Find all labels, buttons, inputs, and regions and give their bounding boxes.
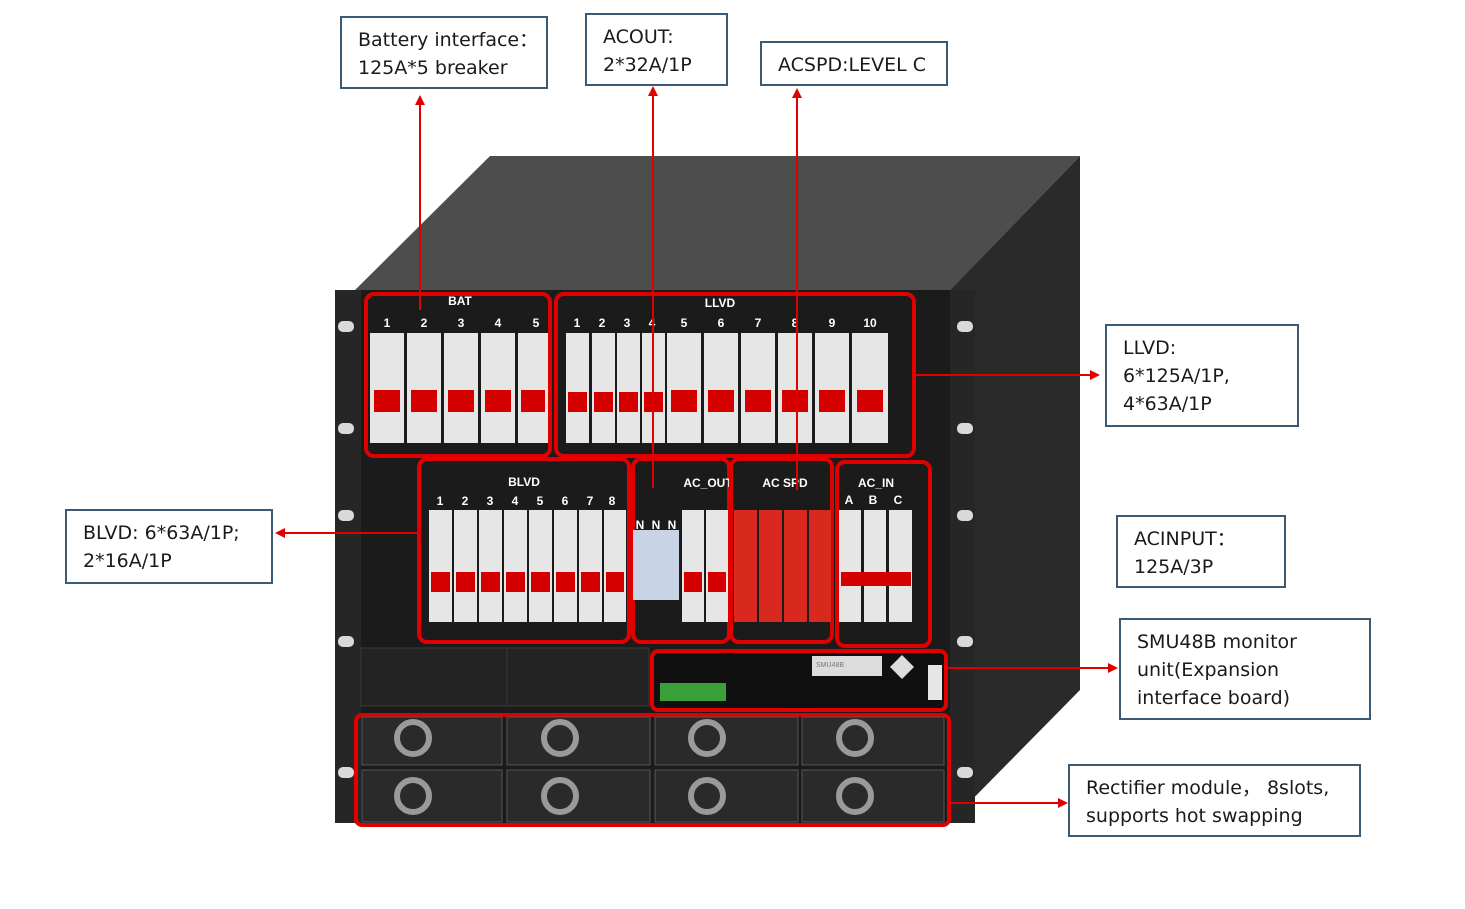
callout-rectifier-line1: Rectifier module， 8slots, (1086, 777, 1330, 799)
llvd-num-9: 9 (829, 316, 836, 330)
bat-num-4: 4 (495, 316, 502, 330)
callout-acspd-line1: ACSPD:LEVEL C (778, 54, 926, 76)
llvd-breakers (566, 333, 888, 443)
ac-in-phase-c: C (894, 493, 903, 507)
callout-acout-line1: ACOUT: (603, 26, 674, 48)
blvd-breakers (429, 510, 626, 622)
callout-smu-line2: unit(Expansion (1137, 659, 1280, 681)
llvd-num-1: 1 (574, 316, 581, 330)
bat-breakers (370, 333, 548, 443)
callout-blvd-line1: BLVD: 6*63A/1P; (83, 522, 240, 544)
smu-monitor: SMU48B (360, 647, 948, 712)
callout-rectifier-line2: supports hot swapping (1086, 805, 1303, 827)
llvd-num-2: 2 (599, 316, 606, 330)
ac-spd-title: AC SPD (762, 476, 808, 490)
callout-acinput-line1: ACINPUT： (1134, 528, 1236, 550)
callout-llvd-line1: LLVD: (1123, 337, 1177, 359)
ac-in-phase-b: B (869, 493, 878, 507)
llvd-num-5: 5 (681, 316, 688, 330)
callout-acinput-line2: 125A/3P (1134, 556, 1214, 578)
callout-llvd-line2: 6*125A/1P, (1123, 365, 1230, 387)
blvd-title: BLVD (508, 475, 540, 489)
llvd-num-7: 7 (755, 316, 762, 330)
blvd-num-1: 1 (437, 494, 444, 508)
smu-screen-label: SMU48B (816, 662, 844, 669)
blvd-num-3: 3 (487, 494, 494, 508)
bat-num-1: 1 (384, 316, 391, 330)
ac-spd-section: AC SPD (729, 457, 834, 644)
callout-acout-line2: 2*32A/1P (603, 54, 692, 76)
blvd-num-4: 4 (512, 494, 519, 508)
callout-battery-line2: 125A*5 breaker (358, 57, 508, 79)
callout-smu-line1: SMU48B monitor (1137, 631, 1297, 653)
llvd-num-8: 8 (792, 316, 799, 330)
callout-battery: Battery interface： 125A*5 breaker (340, 16, 548, 89)
blvd-section: BLVD 1 2 3 4 5 6 7 8 (417, 457, 631, 644)
callout-battery-line1: Battery interface： (358, 29, 539, 51)
callout-acinput: ACINPUT： 125A/3P (1116, 515, 1286, 588)
bat-num-5: 5 (533, 316, 540, 330)
arrows (275, 86, 1118, 808)
blvd-num-8: 8 (609, 494, 616, 508)
callout-smu: SMU48B monitor unit(Expansion interface … (1119, 618, 1371, 720)
ac-in-phase-a: A (845, 493, 854, 507)
ac-in-section: AC_IN A B C (835, 460, 932, 648)
llvd-title: LLVD (705, 296, 736, 310)
callout-blvd-line2: 2*16A/1P (83, 550, 172, 572)
llvd-num-3: 3 (624, 316, 631, 330)
callout-smu-line3: interface board) (1137, 687, 1291, 709)
bat-num-3: 3 (458, 316, 465, 330)
blvd-num-6: 6 (562, 494, 569, 508)
blvd-num-7: 7 (587, 494, 594, 508)
ac-in-title: AC_IN (858, 476, 894, 490)
bat-num-2: 2 (421, 316, 428, 330)
callout-acout: ACOUT: 2*32A/1P (585, 13, 728, 86)
ac-out-neutral-3: N (668, 518, 677, 532)
bat-title: BAT (448, 294, 472, 308)
ac-out-neutral-2: N (652, 518, 661, 532)
ac-out-neutral-1: N (636, 518, 645, 532)
rectifier-section (354, 713, 951, 827)
callout-rectifier: Rectifier module， 8slots, supports hot s… (1068, 764, 1361, 837)
blvd-num-5: 5 (537, 494, 544, 508)
callout-acspd: ACSPD:LEVEL C (760, 41, 948, 86)
blvd-num-2: 2 (462, 494, 469, 508)
callout-blvd: BLVD: 6*63A/1P; 2*16A/1P (65, 509, 273, 584)
callout-llvd-line3: 4*63A/1P (1123, 393, 1212, 415)
ac-out-section: AC_OUT N N N (631, 457, 733, 644)
llvd-num-6: 6 (718, 316, 725, 330)
llvd-num-10: 10 (863, 316, 877, 330)
ac-out-title: AC_OUT (683, 476, 733, 490)
callout-llvd: LLVD: 6*125A/1P, 4*63A/1P (1105, 324, 1299, 427)
bat-section: BAT 1 2 3 4 5 (364, 292, 552, 458)
